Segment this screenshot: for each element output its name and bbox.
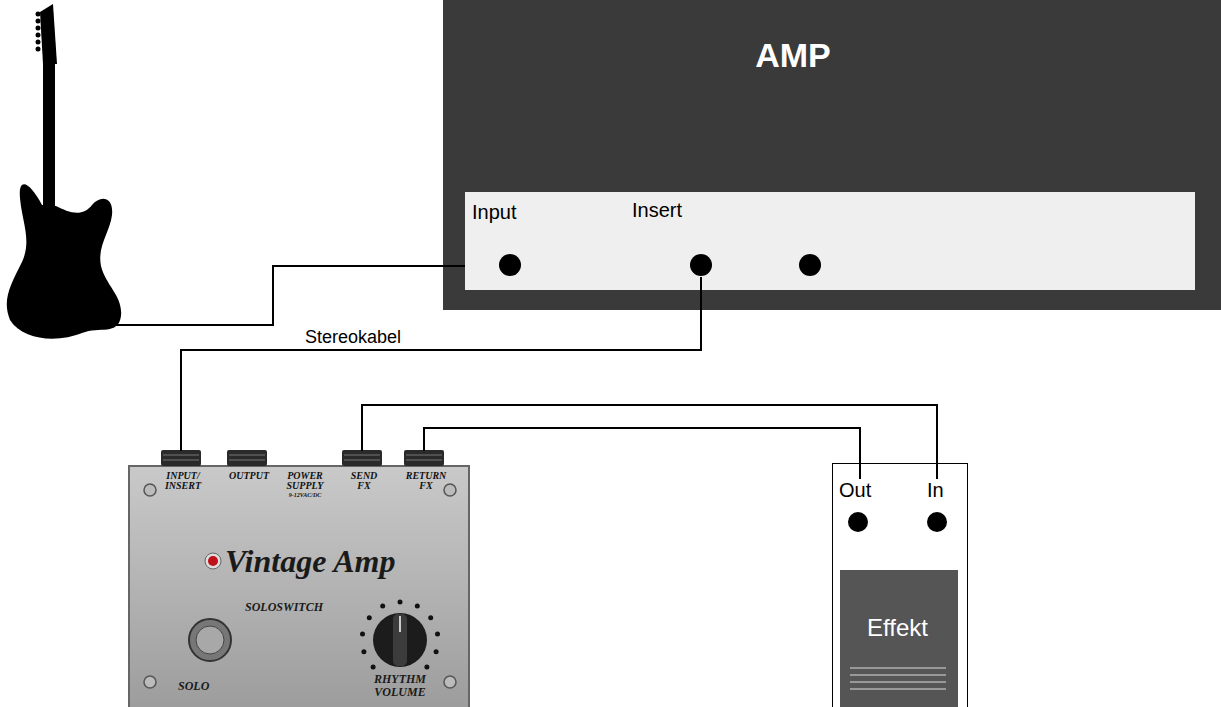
jack-label: Out bbox=[839, 479, 871, 502]
jack-label: POWER SUPPLY bbox=[278, 471, 332, 491]
text-slot: SOLOSWITCH bbox=[245, 600, 323, 615]
jack-label: SEND FX bbox=[344, 471, 384, 491]
text-slot: INPUT/ INSERT bbox=[156, 471, 210, 491]
guitar-cable bbox=[112, 266, 510, 325]
pedal-jacks bbox=[161, 450, 444, 466]
out-jack bbox=[848, 512, 868, 532]
text-slot: AMP bbox=[733, 36, 853, 75]
pedal-jack: INPUT/ INSERT bbox=[154, 451, 212, 493]
insert-jack bbox=[690, 254, 712, 276]
text-slot: RHYTHM VOLUME bbox=[364, 673, 436, 698]
effect-panel bbox=[840, 570, 958, 707]
cable-label: Stereokabel bbox=[303, 327, 403, 347]
rhythm-knob bbox=[360, 600, 440, 670]
switch-label: SOLOSWITCH bbox=[245, 600, 323, 615]
effect-pedal: Effekt Out In bbox=[832, 463, 968, 707]
brand-name: Vintage Amp bbox=[225, 543, 395, 580]
text-slot: SEND FX bbox=[344, 471, 384, 491]
text-slot: In bbox=[927, 479, 944, 502]
vintage-amp-pedal: Vintage AmpSOLOSWITCH SOLO RHYTHM VOLUME IN… bbox=[128, 465, 470, 707]
cable bbox=[362, 405, 937, 479]
text-slot: SOLO bbox=[178, 679, 209, 694]
footswitch bbox=[189, 619, 231, 661]
text-slot: Input bbox=[472, 201, 516, 224]
text-slot: 9-12VAC/DC bbox=[278, 492, 332, 498]
text-slot: RETURN FX bbox=[402, 471, 450, 491]
pedal-jack: OUTPUT bbox=[221, 451, 277, 493]
amp-panel bbox=[465, 192, 1195, 290]
switch-label: SOLO bbox=[178, 679, 209, 694]
pedal-jack: RETURN FX bbox=[398, 451, 454, 493]
guitar-silhouette bbox=[7, 4, 121, 339]
in-jack bbox=[927, 512, 947, 532]
jack-label: Insert bbox=[632, 199, 682, 222]
text-slot: Stereokabel bbox=[303, 327, 403, 347]
jack-label: INPUT/ INSERT bbox=[156, 471, 210, 491]
jack-label: RETURN FX bbox=[402, 471, 450, 491]
effect-panel-lines bbox=[850, 668, 946, 689]
power-label-group: POWER SUPPLY9-12VAC/DC bbox=[276, 468, 334, 504]
led bbox=[205, 553, 221, 569]
jack-socket bbox=[799, 254, 821, 276]
cable bbox=[181, 277, 701, 451]
amp-title: AMP bbox=[733, 36, 853, 75]
knob-label: RHYTHM VOLUME bbox=[364, 673, 436, 698]
jack-label: Input bbox=[472, 201, 516, 224]
text-slot: OUTPUT bbox=[221, 471, 277, 481]
pedal-screws bbox=[144, 484, 456, 688]
text-slot: Out bbox=[839, 479, 871, 502]
pedal-jack: SEND FX bbox=[336, 451, 392, 493]
voltage-label: 9-12VAC/DC bbox=[278, 492, 332, 498]
text-slot: POWER SUPPLY bbox=[278, 471, 332, 491]
jack-label: In bbox=[927, 479, 944, 502]
cable bbox=[424, 428, 860, 479]
insert-jack-node: Insert bbox=[628, 199, 718, 277]
amp-box: AMP Input Insert bbox=[443, 0, 1221, 310]
input-jack-node: Input bbox=[468, 201, 548, 277]
effect-label: Effekt bbox=[867, 614, 928, 642]
text-slot: Vintage Amp bbox=[225, 543, 395, 580]
jack-label: OUTPUT bbox=[221, 471, 277, 481]
text-slot: Insert bbox=[632, 199, 682, 222]
in-jack-node: In bbox=[919, 479, 961, 535]
text-slot: Effekt bbox=[867, 614, 928, 642]
out-jack-node: Out bbox=[837, 479, 883, 535]
input-jack bbox=[499, 254, 521, 276]
